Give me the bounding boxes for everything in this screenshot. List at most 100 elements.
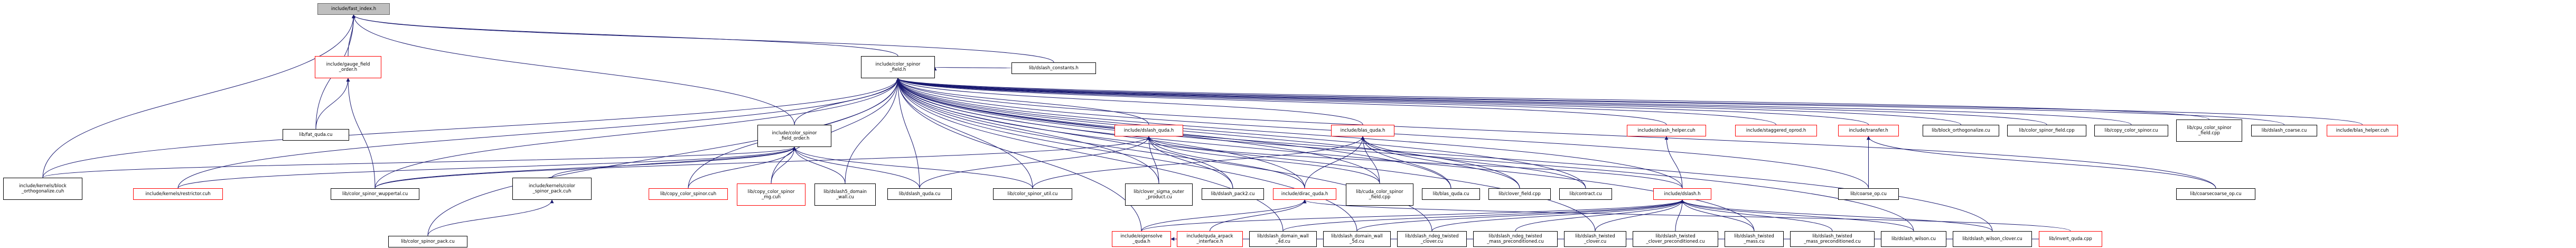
node-dslash5-domain-wall[interactable]: lib/dslash5_domain _wall.cu: [814, 183, 876, 206]
node-blas-helper[interactable]: include/blas_helper.cuh: [2327, 125, 2398, 136]
edge-block_orth-to-fast_index: [42, 14, 355, 178]
node-dslash-domain-wall-4d[interactable]: lib/dslash_domain_wall _4d.cu: [1249, 231, 1317, 247]
node-coarse-op[interactable]: lib/coarse_op.cu: [1838, 188, 1899, 200]
node-fast-index: include/fast_index.h: [317, 3, 390, 15]
edge-cs_pack_cu-to-color_spinor_field: [427, 78, 900, 236]
edge-blas_quda_h-to-color_spinor_field: [896, 78, 1363, 125]
node-blas-quda-cu[interactable]: lib/blas_quda.cu: [1422, 188, 1480, 200]
edge-copy_cs_cu-to-color_spinor_field: [896, 78, 2132, 125]
node-copy-color-spinor-cuh[interactable]: lib/copy_color_spinor.cuh: [649, 188, 728, 200]
edge-dslash5_dw-to-color_spinor_field: [845, 78, 900, 184]
node-dslash-coarse[interactable]: lib/dslash_coarse.cu: [2251, 125, 2317, 136]
edge-clover_sigma-to-color_spinor_field: [896, 78, 1159, 184]
node-quda-arpack-interface[interactable]: include/quda_arpack _interface.h: [1177, 231, 1243, 247]
edge-cs_wuppertal-to-gauge_field_order: [346, 78, 376, 189]
node-dslash-twisted-clover[interactable]: lib/dslash_twisted _clover.cu: [1564, 231, 1626, 247]
node-color-spinor-field-cpp[interactable]: lib/color_spinor_field.cpp: [2007, 125, 2086, 136]
node-dslash-quda-h[interactable]: include/dslash_quda.h: [1114, 125, 1183, 136]
edge-twisted_mass_prec-to-dslash_h: [1680, 199, 1833, 232]
edge-cpu_cs_field-to-color_spinor_field: [896, 78, 2209, 120]
edge-blas_quda_cu-to-blas_quda_h: [1361, 136, 1451, 189]
edge-ndeg_clover-to-color_spinor_field: [896, 78, 1432, 232]
node-dslash-twisted-mass[interactable]: lib/dslash_twisted _mass.cu: [1725, 231, 1784, 247]
edge-dslash_dw_5d-to-dslash_h: [1356, 199, 1684, 232]
node-staggered-oprod[interactable]: include/staggered_oprod.h: [1735, 125, 1817, 136]
edge-dslash_quda_h-to-color_spinor_field: [896, 78, 1149, 125]
edge-coarsecoarse_op-to-color_spinor_field: [896, 78, 2216, 189]
node-color-spinor-pack-cu[interactable]: lib/color_spinor_pack.cu: [388, 236, 467, 247]
node-blas-quda-h[interactable]: include/blas_quda.h: [1331, 125, 1394, 136]
node-dslash-wilson-clover[interactable]: lib/dslash_wilson_clover.cu: [1953, 231, 2032, 247]
node-dslash-wilson[interactable]: lib/dslash_wilson.cu: [1881, 231, 1946, 247]
edge-eigensolve-to-dslash_h: [1141, 199, 1684, 232]
node-invert-quda[interactable]: lib/invert_quda.cpp: [2039, 231, 2102, 247]
node-transfer[interactable]: include/transfer.h: [1838, 125, 1899, 136]
edge-clover_sigma-to-dslash_quda_h: [1147, 136, 1159, 184]
edge-dslash_constants-to-fast_index: [352, 14, 1054, 63]
node-dslash-twisted-clover-preconditioned[interactable]: lib/dslash_twisted _clover_preconditione…: [1633, 231, 1718, 247]
edge-cs_util-to-cs_field_order: [792, 146, 1033, 189]
edge-dslash5_dw-to-cs_field_order: [792, 146, 846, 184]
edge-cs_pack_kernel-to-cs_field_order: [551, 146, 797, 178]
edge-coarsecoarse_op-to-transfer: [1867, 136, 2216, 189]
edge-block_orth-to-color_spinor_field: [42, 78, 900, 178]
edge-clover_field-to-blas_quda_h: [1361, 136, 1520, 189]
edge-dslash_dw_4d-to-color_spinor_field: [896, 78, 1284, 232]
node-dslash-ndeg-twisted-clover[interactable]: lib/dslash_ndeg_twisted _clover.cu: [1397, 231, 1467, 247]
node-dslash-constants[interactable]: lib/dslash_constants.h: [1011, 62, 1096, 74]
node-copy-color-spinor-mg[interactable]: lib/copy_color_spinor _mg.cuh: [737, 183, 805, 206]
edge-dirac_quda_h-to-blas_quda_h: [1304, 136, 1365, 189]
node-copy-color-spinor-cu[interactable]: lib/copy_color_spinor.cu: [2094, 125, 2168, 136]
edge-ndeg_clover_prec-to-dslash_h: [1515, 199, 1684, 232]
edge-dslash_wilson-to-dslash_h: [1680, 199, 1914, 232]
node-color-spinor-util[interactable]: lib/color_spinor_util.cu: [993, 188, 1072, 200]
node-fat-quda[interactable]: lib/fat_quda.cu: [283, 129, 349, 141]
edge-ndeg_clover-to-dslash_h: [1431, 199, 1684, 232]
edge-copy_color_spinor_mg-to-cs_field_order: [771, 146, 797, 184]
edge-dslash_h-to-dslash_quda_h: [1147, 136, 1683, 189]
node-dslash-helper[interactable]: include/dslash_helper.cuh: [1627, 125, 1706, 136]
node-dslash-h[interactable]: include/dslash.h: [1653, 188, 1711, 200]
node-dslash-pack2[interactable]: lib/dslash_pack2.cu: [1202, 188, 1264, 200]
edge-cs_field_order-to-fast_index: [352, 14, 795, 125]
edge-dslash_quda_cu-to-cs_field_order: [792, 146, 920, 189]
edge-staggered_oprod-to-color_spinor_field: [896, 78, 1776, 125]
node-dslash-ndeg-twisted-mass-preconditioned[interactable]: lib/dslash_ndeg_twisted _mass_preconditi…: [1473, 231, 1558, 247]
node-kernels-block-orthogonalize[interactable]: include/kernels/block _orthogonalize.cuh: [3, 178, 82, 200]
edge-wilson_clover-to-color_spinor_field: [896, 78, 1993, 232]
edge-dslash_pack2-to-dslash_quda_h: [1147, 136, 1233, 189]
edge-dslash_dw_4d-to-dslash_h: [1282, 199, 1684, 232]
node-kernels-restrictor[interactable]: include/kernels/restrictor.cuh: [133, 188, 223, 200]
edge-cuda_cs_field-to-blas_quda_h: [1361, 136, 1380, 184]
edge-quda_arpack-to-dirac_quda_h: [1210, 199, 1307, 232]
node-color-spinor-field-order[interactable]: include/color_spinor _field_order.h: [757, 125, 831, 147]
node-coarsecoarse-op[interactable]: lib/coarsecoarse_op.cu: [2176, 188, 2255, 200]
edge-restrictor-to-cs_field_order: [177, 146, 797, 189]
node-color-spinor-field[interactable]: include/color_spinor _field.h: [861, 56, 935, 78]
node-clover-field[interactable]: lib/clover_field.cpp: [1488, 188, 1551, 200]
edge-eigensolve-to-dirac_quda_h: [1141, 199, 1307, 232]
node-gauge-field-order[interactable]: include/gauge_field _order.h: [315, 56, 381, 78]
node-clover-sigma-outer-product[interactable]: lib/clover_sigma_outer _product.cu: [1125, 183, 1193, 206]
node-dirac-quda-h[interactable]: include/dirac_quda.h: [1273, 188, 1336, 200]
node-dslash-quda-cu[interactable]: lib/dslash_quda.cu: [887, 188, 952, 200]
node-dslash-twisted-mass-preconditioned[interactable]: lib/dslash_twisted _mass_preconditioned.…: [1790, 231, 1875, 247]
edge-block_orth_cu-to-color_spinor_field: [896, 78, 1961, 125]
edge-contract-to-blas_quda_h: [1361, 136, 1586, 189]
node-contract[interactable]: lib/contract.cu: [1559, 188, 1612, 200]
node-eigensolve-quda[interactable]: include/eigensolve _quda.h: [1112, 231, 1171, 247]
node-kernels-color-spinor-pack[interactable]: include/kernels/color _spinor_pack.cuh: [512, 178, 592, 200]
node-block-orthogonalize-cu[interactable]: lib/block_orthogonalize.cu: [1923, 125, 1999, 136]
edge-dslash_h-to-dslash_helper: [1664, 136, 1683, 189]
node-cpu-color-spinor-field[interactable]: lib/cpu_color_spinor _field.cpp: [2176, 120, 2242, 142]
edge-cs_field_cpp-to-color_spinor_field: [896, 78, 2047, 125]
node-cuda-color-spinor-field[interactable]: lib/cuda_color_spinor _field.cpp: [1346, 183, 1413, 206]
node-color-spinor-wuppertal[interactable]: lib/color_spinor_wuppertal.cu: [331, 188, 419, 200]
node-dslash-domain-wall-5d[interactable]: lib/dslash_domain_wall _5d.cu: [1323, 231, 1391, 247]
edge-dslash_coarse-to-color_spinor_field: [896, 78, 2284, 125]
edge-dslash_h-to-color_spinor_field: [896, 78, 1683, 189]
edge-clover_field-to-color_spinor_field: [896, 78, 1520, 189]
edge-dslash_quda_cu-to-dslash_quda_h: [919, 136, 1151, 189]
edge-copy_color_spinor_mg-to-color_spinor_field: [771, 78, 900, 184]
